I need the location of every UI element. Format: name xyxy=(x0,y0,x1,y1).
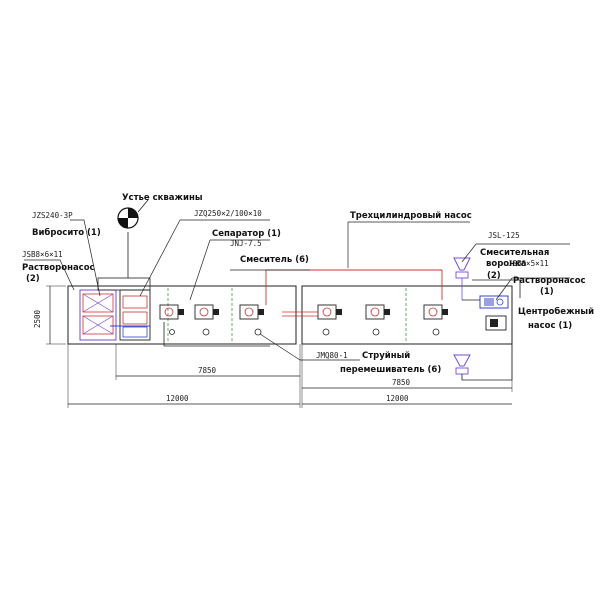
dim-total-right: 12000 xyxy=(386,394,409,403)
jnj-code-label: JNJ-7.5 xyxy=(230,239,262,248)
dim-height: 2500 xyxy=(33,309,42,328)
mixer-units-right xyxy=(317,304,448,336)
mixer-3 xyxy=(239,304,264,320)
dim-total-left: 12000 xyxy=(166,394,189,403)
jet-mixers-left xyxy=(169,328,262,336)
mixer-2 xyxy=(194,304,219,320)
separator-label: Сепаратор (1) xyxy=(212,229,281,239)
wellhead-label: Устье скважины xyxy=(122,193,203,203)
dim-inner-left: 7850 xyxy=(198,366,217,375)
mud-pump-right xyxy=(479,295,509,309)
pipe-lines xyxy=(163,269,521,381)
dimension-lines xyxy=(46,285,513,408)
mud-pump1-label: Растворонасос xyxy=(513,276,586,286)
mixer-4 xyxy=(317,304,342,320)
triplex-pump-label: Трехцилиндровый насос xyxy=(350,211,472,221)
centrifugal-label: Центробежный xyxy=(518,306,594,317)
jsb-code-label: JSB8×6×11 xyxy=(22,250,63,259)
jmq-code-label: JMQ80-1 xyxy=(316,351,348,360)
funnel-label: Смесительная xyxy=(480,248,549,258)
mud-pump1-qty: (1) xyxy=(540,287,554,297)
mixer-1 xyxy=(159,304,184,320)
wellhead-symbol xyxy=(117,199,149,229)
shaker-unit xyxy=(79,289,117,341)
mixer-5 xyxy=(365,304,390,320)
jsb-right-code-label: JSB6×5×11 xyxy=(508,259,549,268)
mixer-6 xyxy=(423,304,448,320)
mud-pump2-label: Растворонасос xyxy=(22,263,95,273)
tank-left xyxy=(67,285,297,345)
tank-right xyxy=(301,285,513,345)
funnel-label-2: воронка xyxy=(486,259,527,269)
dim-inner-right: 7850 xyxy=(392,378,411,387)
leader-lines xyxy=(24,219,570,361)
centrifugal-pump xyxy=(485,315,507,331)
jet-mixer-label: Струйный xyxy=(362,351,410,361)
vibrosito-label: Вибросито (1) xyxy=(32,227,101,238)
centrifugal-label-2: насос (1) xyxy=(528,321,572,331)
jzq-code-label: JZQ250×2/100×10 xyxy=(194,209,262,218)
mud-pump2-qty: (2) xyxy=(26,274,40,284)
funnel-qty: (2) xyxy=(487,271,501,281)
mixer-units-left xyxy=(159,304,264,320)
mixing-funnel-bottom xyxy=(453,354,471,375)
jsl-code-label: JSL-125 xyxy=(488,231,520,240)
jet-mixer-label-2: перемешиватель (6) xyxy=(340,365,441,375)
mixer-label: Смеситель (6) xyxy=(240,255,309,265)
shaker-top-frame xyxy=(97,232,151,291)
jzs-code-label: JZS240-3P xyxy=(32,211,73,220)
mixing-funnel-top xyxy=(453,257,471,300)
